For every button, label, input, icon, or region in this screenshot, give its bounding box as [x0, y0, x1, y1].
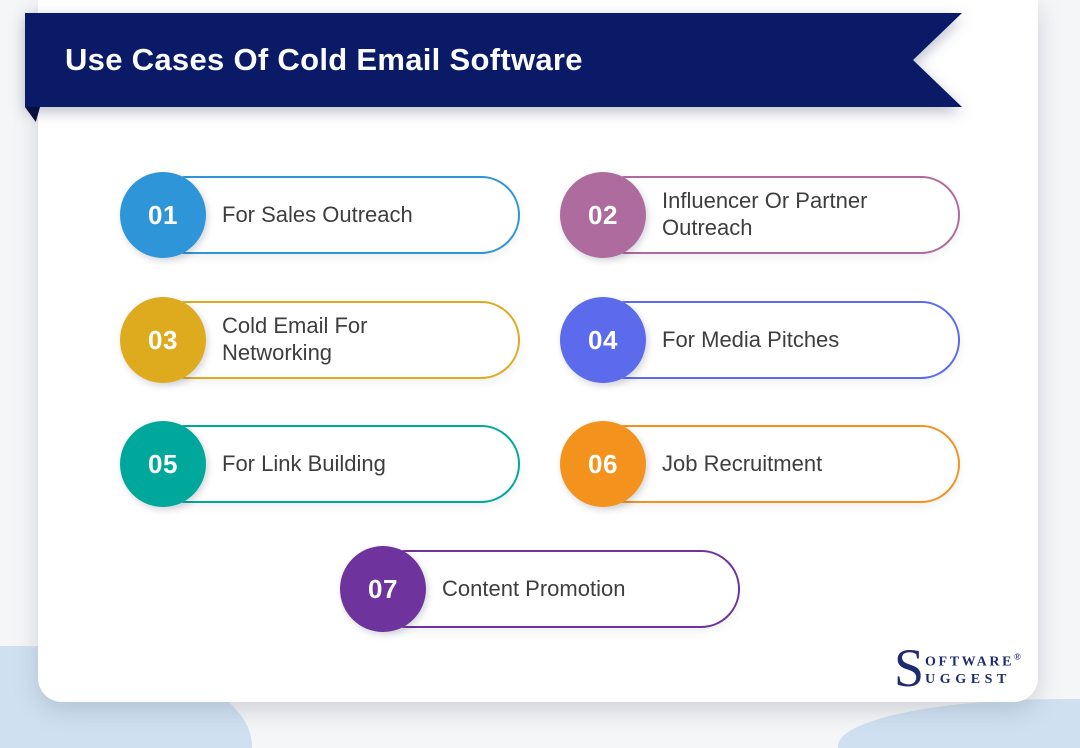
number-badge: 01	[120, 172, 206, 258]
number-badge: 05	[120, 421, 206, 507]
use-case-label: Content Promotion	[442, 552, 718, 626]
pill-outline: For Sales Outreach	[148, 176, 520, 254]
pill-outline: Job Recruitment	[588, 425, 960, 503]
number-badge-text: 06	[588, 448, 618, 479]
use-case-label: Influencer Or Partner Outreach	[662, 178, 938, 252]
use-case-label: Job Recruitment	[662, 427, 938, 501]
pill-outline: Cold Email For Networking	[148, 301, 520, 379]
use-case-pill-04: For Media Pitches 04	[560, 297, 960, 383]
use-case-pill-06: Job Recruitment 06	[560, 421, 960, 507]
number-badge-text: 03	[148, 324, 178, 355]
page-title: Use Cases Of Cold Email Software	[65, 42, 583, 77]
number-badge-text: 01	[148, 199, 178, 230]
number-badge: 02	[560, 172, 646, 258]
number-badge-text: 07	[368, 573, 398, 604]
number-badge: 03	[120, 297, 206, 383]
decor-shape-bottom-right	[838, 699, 1080, 748]
pill-outline: Influencer Or Partner Outreach	[588, 176, 960, 254]
use-case-label-text: Cold Email For Networking	[222, 313, 368, 365]
logo-line-software: OFTWARE®	[925, 652, 1021, 671]
use-case-label-text: For Media Pitches	[662, 326, 840, 352]
registered-mark: ®	[1014, 652, 1021, 662]
use-case-pill-05: For Link Building 05	[120, 421, 520, 507]
number-badge: 07	[340, 546, 426, 632]
use-case-pill-07: Content Promotion 07	[340, 546, 740, 632]
use-case-label: For Link Building	[222, 427, 498, 501]
pill-outline: For Media Pitches	[588, 301, 960, 379]
use-case-label: For Sales Outreach	[222, 178, 498, 252]
logo-line-suggest: UGGEST	[925, 671, 1011, 687]
number-badge: 06	[560, 421, 646, 507]
use-case-label-text: For Link Building	[222, 450, 386, 476]
number-badge-text: 04	[588, 324, 618, 355]
use-case-label-text: Job Recruitment	[662, 450, 823, 476]
softwaresuggest-logo: S OFTWARE® UGGEST	[894, 638, 1021, 698]
number-badge-text: 02	[588, 199, 618, 230]
title-ribbon-shape: Use Cases Of Cold Email Software	[25, 13, 962, 107]
pill-outline: For Link Building	[148, 425, 520, 503]
use-case-pill-01: For Sales Outreach 01	[120, 172, 520, 258]
use-case-label-text: Content Promotion	[442, 575, 626, 601]
pill-outline: Content Promotion	[368, 550, 740, 628]
use-case-label: Cold Email For Networking	[222, 303, 498, 377]
use-case-pill-02: Influencer Or Partner Outreach 02	[560, 172, 960, 258]
use-case-label-text: Influencer Or Partner Outreach	[662, 188, 868, 240]
use-case-pill-03: Cold Email For Networking 03	[120, 297, 520, 383]
logo-wordmark: OFTWARE® UGGEST	[925, 647, 1021, 688]
title-ribbon: Use Cases Of Cold Email Software	[25, 13, 962, 107]
logo-big-s: S	[894, 638, 925, 698]
number-badge-text: 05	[148, 448, 178, 479]
use-case-label: For Media Pitches	[662, 303, 938, 377]
number-badge: 04	[560, 297, 646, 383]
use-case-label-text: For Sales Outreach	[222, 201, 413, 227]
logo-line1-text: OFTWARE	[925, 654, 1015, 670]
